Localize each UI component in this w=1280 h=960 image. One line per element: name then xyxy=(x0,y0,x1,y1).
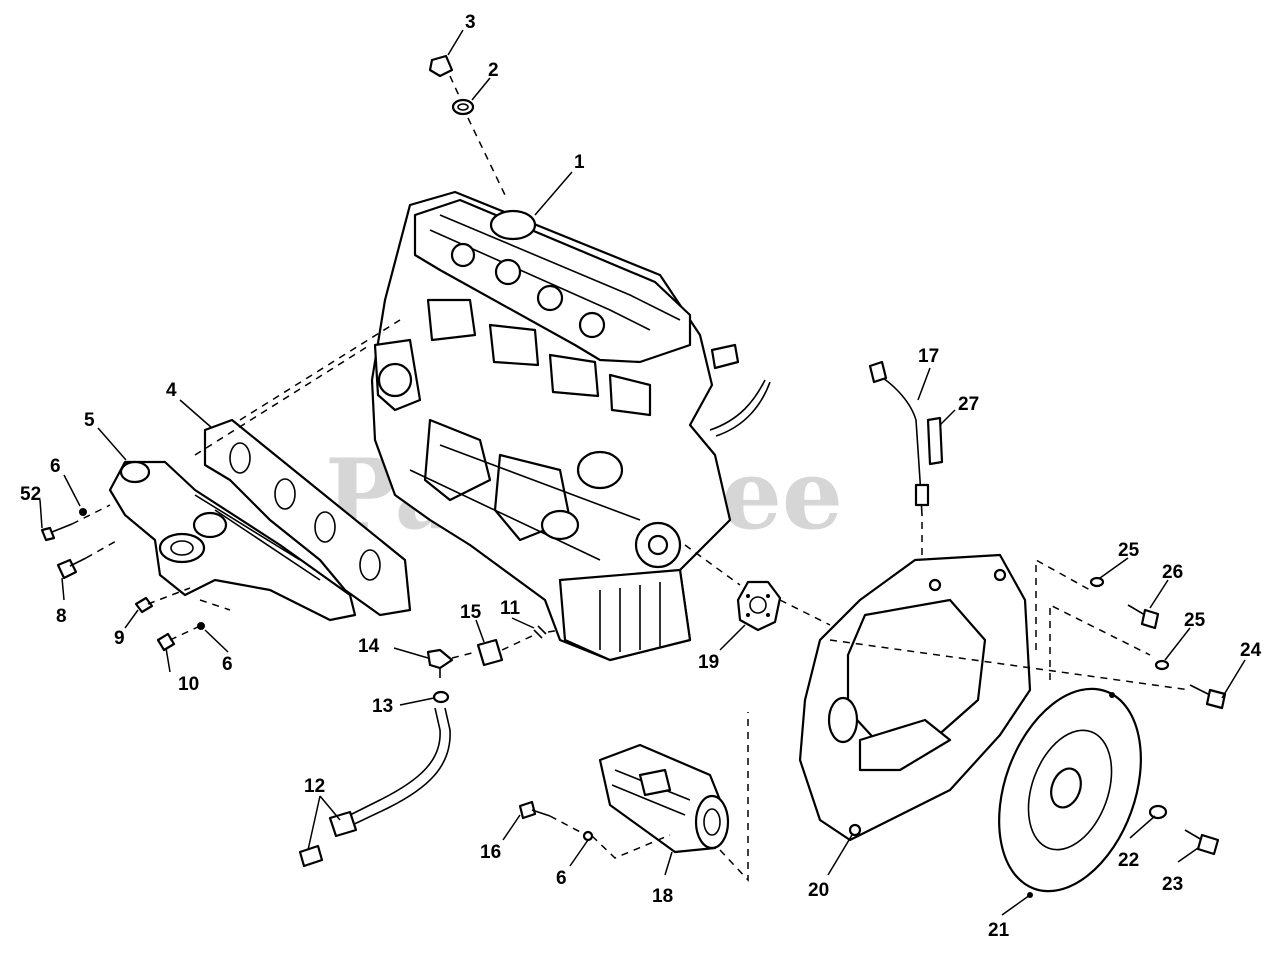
bolt-23[interactable] xyxy=(1184,829,1220,856)
oil-dipstick-17[interactable] xyxy=(868,360,930,516)
drive-hub-19[interactable] xyxy=(736,580,782,632)
exhaust-manifold-gasket[interactable] xyxy=(203,418,412,617)
leader-lines xyxy=(39,29,1246,916)
callout-4: 4 xyxy=(166,380,177,401)
callout-6-lower: 6 xyxy=(222,654,233,675)
callout-13: 13 xyxy=(372,696,393,717)
bell-housing-adapter-20[interactable] xyxy=(798,553,1032,842)
callout-9: 9 xyxy=(114,628,125,649)
oil-filler-cap[interactable] xyxy=(428,54,454,78)
pipe-plug-11[interactable] xyxy=(533,625,547,639)
part-callouts: 1 2 3 4 5 6 6 6 8 9 10 11 12 13 14 15 16… xyxy=(20,12,1262,941)
callout-25-upper: 25 xyxy=(1118,540,1140,561)
bolt-24[interactable] xyxy=(1189,684,1227,710)
callout-19: 19 xyxy=(698,652,719,673)
callout-14: 14 xyxy=(358,636,380,657)
callout-11: 11 xyxy=(500,598,521,619)
oil-line-assembly-lines xyxy=(451,629,561,659)
hose-clamp-13[interactable] xyxy=(432,690,450,704)
exhaust-manifold[interactable] xyxy=(108,460,357,622)
washer-6-lower[interactable] xyxy=(197,622,205,630)
oil-drain-hose-12[interactable] xyxy=(298,707,451,868)
dipstick-tube-27[interactable] xyxy=(926,416,944,466)
callout-25-lower: 25 xyxy=(1184,610,1206,631)
housing-assembly-lines xyxy=(829,515,1191,691)
callout-8: 8 xyxy=(56,606,67,627)
callout-24: 24 xyxy=(1240,640,1262,661)
starter-washer-6[interactable] xyxy=(582,830,594,842)
callout-10: 10 xyxy=(178,674,199,695)
callout-52: 52 xyxy=(20,484,41,505)
callout-6-upper: 6 xyxy=(50,456,61,477)
starter-assembly-lines xyxy=(549,712,749,882)
callout-1: 1 xyxy=(574,152,585,173)
callout-21: 21 xyxy=(988,920,1010,941)
exhaust-stud-bolt-52[interactable] xyxy=(40,523,73,542)
callout-3: 3 xyxy=(465,12,476,33)
callout-23: 23 xyxy=(1162,874,1183,895)
callout-26: 26 xyxy=(1162,562,1183,583)
washer-6-upper[interactable] xyxy=(79,508,87,516)
engine-block[interactable] xyxy=(370,190,771,662)
bolt-26[interactable] xyxy=(1127,604,1160,630)
cap-seal-ring[interactable] xyxy=(451,98,475,116)
washer-25-lower[interactable] xyxy=(1154,659,1170,671)
nut-9[interactable] xyxy=(134,596,154,614)
callout-16: 16 xyxy=(480,842,501,863)
nut-10[interactable] xyxy=(156,632,176,652)
hub-assembly-lines xyxy=(684,544,831,626)
callout-2: 2 xyxy=(488,60,499,81)
callout-12: 12 xyxy=(304,776,325,797)
temperature-sensor-8[interactable] xyxy=(56,557,87,580)
washer-22[interactable] xyxy=(1148,804,1168,820)
callout-22: 22 xyxy=(1118,850,1139,871)
adapter-fitting-15[interactable] xyxy=(476,638,504,667)
callout-18: 18 xyxy=(652,886,673,907)
callout-6-starter: 6 xyxy=(556,868,567,889)
callout-15: 15 xyxy=(460,602,482,623)
starter-motor-18[interactable] xyxy=(598,743,730,854)
washer-25-upper[interactable] xyxy=(1089,576,1105,588)
manifold-assembly-lines xyxy=(71,319,401,641)
callout-27: 27 xyxy=(958,394,979,415)
callout-5: 5 xyxy=(84,410,95,431)
starter-bolt-16[interactable] xyxy=(518,800,551,820)
flexplate-21[interactable] xyxy=(973,669,1167,911)
callout-17: 17 xyxy=(918,346,939,367)
tee-fitting-14[interactable] xyxy=(426,648,454,678)
cap-assembly-line xyxy=(449,75,506,196)
callout-20: 20 xyxy=(808,880,829,901)
